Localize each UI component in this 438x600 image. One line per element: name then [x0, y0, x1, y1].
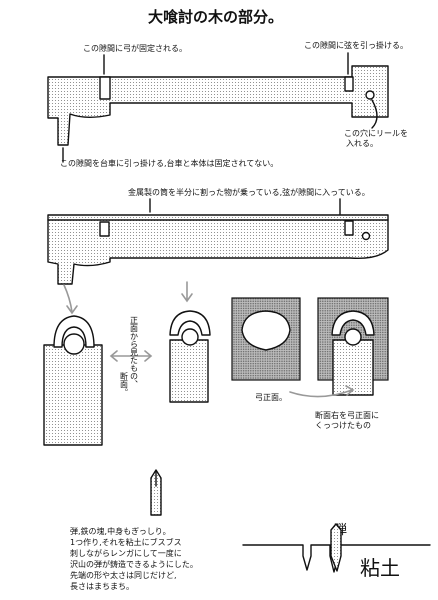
fig1-annotations: この隙間に弓が固定される。 この隙間に弦を引っ掛ける。 この穴にリールを 入れる… — [60, 40, 408, 168]
note-half-pipe: 金属製の筒を半分に割った物が乗っている,弦が隙間に入っている。 — [128, 187, 370, 197]
label-clay: 粘土 — [360, 556, 400, 580]
leader-line — [371, 99, 378, 129]
note-section: 断面。 — [120, 371, 129, 396]
half-pipe-ring — [169, 310, 211, 336]
note-front-view: 正面から見たもの、 — [130, 316, 139, 388]
clay-mold: 弾 粘土 — [242, 523, 431, 580]
bow-front-view — [231, 297, 301, 381]
note-reel-hole-2: 入れる。 — [346, 139, 378, 148]
page-title: 大喰討の木の部分。 — [148, 8, 283, 26]
double-arrow — [109, 350, 153, 362]
reel-hole — [361, 231, 371, 241]
text-line: 弾,鉄の塊,中身もぎっしり。 — [70, 526, 171, 536]
half-pipe-hollow — [63, 333, 85, 355]
string-slot — [344, 220, 354, 236]
text-line: 刺しながらレンガにして一度に — [70, 548, 182, 558]
text-line: 先端の形や太さは同じだけど, — [70, 570, 177, 580]
half-pipe-ring — [53, 315, 95, 348]
bullet-drawing — [150, 469, 162, 516]
stock-side-view — [47, 65, 389, 146]
text-line: 長さはまちまち。 — [70, 582, 134, 591]
half-pipe-ring — [331, 310, 375, 336]
note-cart-gap: この隙間を台車に引っ掛ける,台車と本体は固定されてない。 — [60, 158, 278, 168]
label-combined-1: 断面右を弓正面に — [315, 410, 379, 420]
bow-slot — [99, 76, 111, 100]
front-view-cross-section — [43, 315, 103, 446]
cross-section-small — [169, 310, 211, 403]
half-pipe-hollow — [344, 328, 362, 346]
label-bow-front: 弓正面。 — [255, 393, 287, 402]
note-bow-slot: この隙間に弓が固定される。 — [83, 43, 187, 53]
half-pipe-hollow — [181, 328, 199, 346]
label-combined-2: くっつけたもの — [315, 421, 371, 430]
string-slot — [344, 76, 354, 92]
note-string-slot: この隙間に弦を引っ掛ける。 — [304, 40, 408, 50]
bow-hole — [241, 310, 291, 351]
arrow-combine — [289, 385, 355, 398]
reel-hole — [365, 90, 375, 100]
stock-with-half-pipe — [47, 214, 389, 285]
bow-slot — [99, 221, 110, 237]
text-line: 1つ作り,それを粘土にブスブス — [70, 537, 182, 547]
combined-view — [317, 297, 389, 396]
fig2-annotation: 金属製の筒を半分に割った物が乗っている,弦が隙間に入っている。 — [128, 187, 370, 215]
note-reel-hole-1: この穴にリールを — [344, 128, 408, 138]
text-line: 沢山の弾が鋳造できるようにした。 — [70, 559, 198, 569]
arrows-down — [63, 281, 193, 315]
bullet-in-clay — [330, 523, 342, 572]
bullet-description: 弾,鉄の塊,中身もぎっしり。 1つ作り,それを粘土にブスブス 刺しながらレンガに… — [70, 526, 198, 591]
